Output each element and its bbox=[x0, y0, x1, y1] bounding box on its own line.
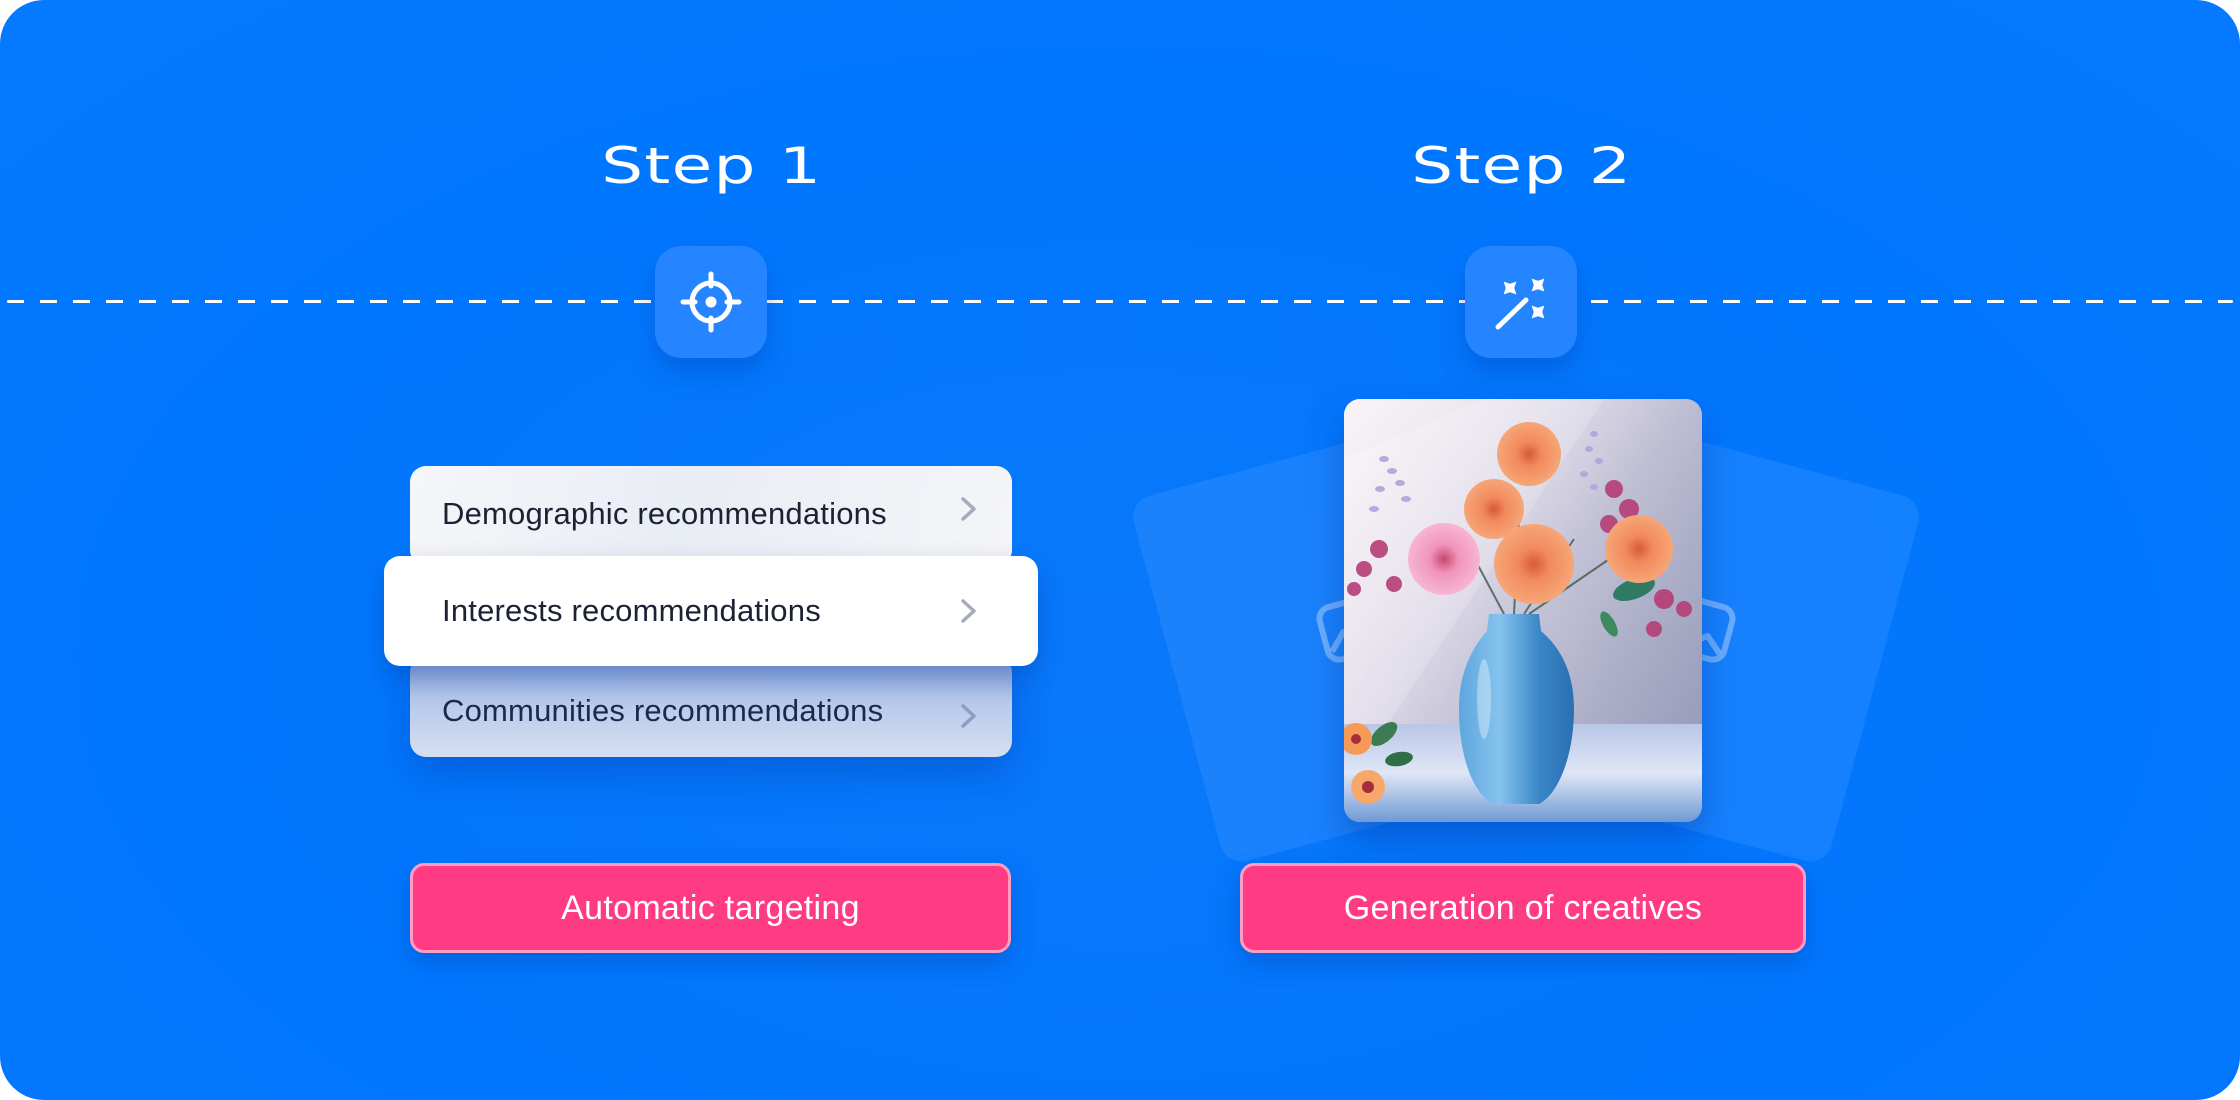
recommendation-label: Communities recommendations bbox=[442, 693, 884, 728]
chevron-right-icon bbox=[961, 599, 976, 623]
interests-recommendations-item[interactable]: Interests recommendations bbox=[384, 556, 1038, 666]
crosshair-target-icon bbox=[680, 271, 742, 333]
chevron-right-icon bbox=[961, 497, 976, 521]
chevron-right-icon bbox=[961, 704, 976, 728]
flowers-in-blue-vase-photo bbox=[1344, 399, 1702, 822]
creative-image bbox=[1344, 399, 1702, 822]
step-2-icon-box bbox=[1465, 246, 1577, 358]
automatic-targeting-button[interactable]: Automatic targeting bbox=[410, 863, 1011, 953]
recommendation-label: Demographic recommendations bbox=[442, 496, 887, 531]
step-1-title: Step 1 bbox=[601, 137, 823, 195]
timeline-dashed-line bbox=[7, 300, 2233, 303]
recommendation-label: Interests recommendations bbox=[442, 593, 821, 628]
magic-wand-icon bbox=[1495, 278, 1545, 330]
step-1-icon-box bbox=[655, 246, 767, 358]
generation-of-creatives-button[interactable]: Generation of creatives bbox=[1240, 863, 1806, 953]
step-2-title: Step 2 bbox=[1411, 137, 1633, 195]
communities-recommendations-item[interactable]: Communities recommendations bbox=[410, 656, 1012, 757]
demographic-recommendations-item[interactable]: Demographic recommendations bbox=[410, 466, 1012, 566]
